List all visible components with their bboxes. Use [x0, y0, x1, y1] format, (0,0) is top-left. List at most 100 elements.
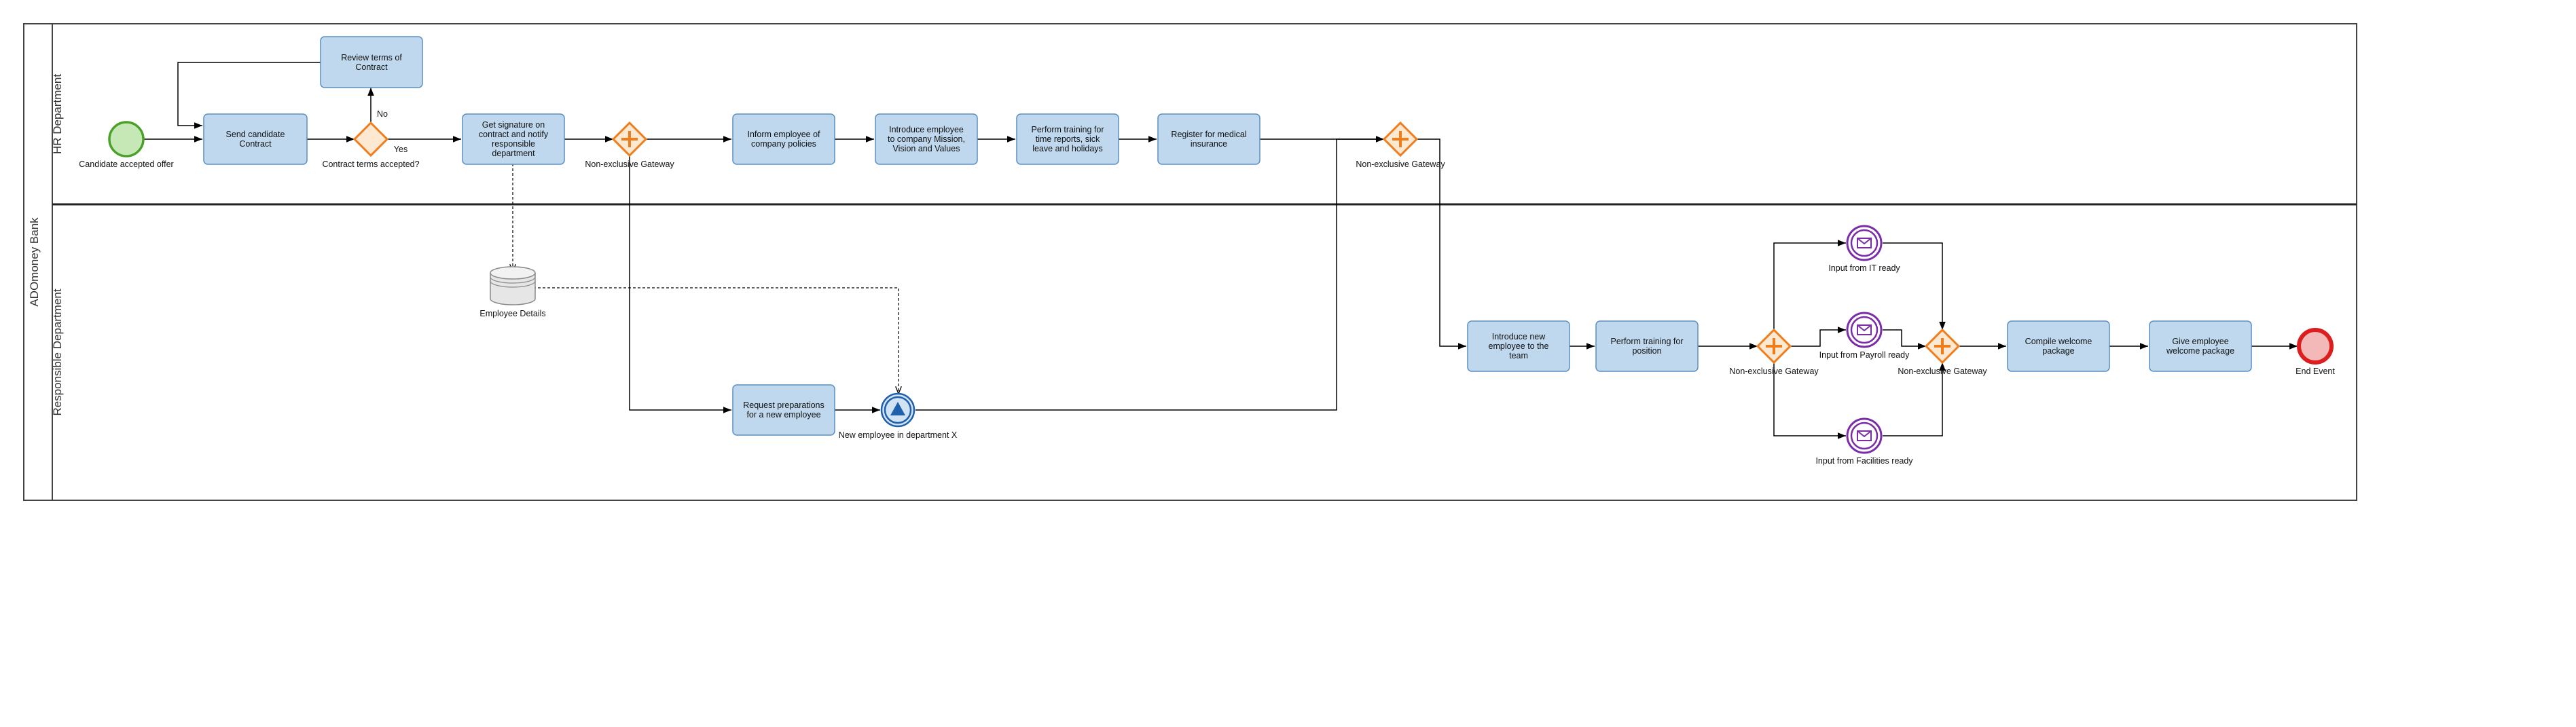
task-label-line: contract and notify [479, 130, 549, 139]
flow-label-no: No [377, 109, 388, 119]
gateway-contract-label: Contract terms accepted? [322, 160, 419, 169]
data-associations [513, 164, 899, 394]
task-label-line: Get signature on [482, 120, 545, 130]
signal-triangle-icon [890, 402, 905, 415]
gateway-non-exclusive-3[interactable] [1756, 328, 1792, 365]
flow-gateway1-to-preparations [629, 155, 731, 413]
sequence-flows [144, 62, 2298, 439]
task-label-line: responsible [492, 139, 535, 149]
task-label-line: department [492, 149, 535, 158]
task-label-line: employee to the [1489, 341, 1549, 351]
message-event-it[interactable] [1846, 225, 1883, 261]
task-label-line: leave and holidays [1032, 144, 1103, 153]
lane-label-hr: HR Department [51, 74, 64, 154]
message-event-facilities[interactable] [1846, 417, 1883, 454]
pool: ADOmoney Bank HR Department Responsible … [23, 23, 2357, 501]
task-label-line: Inform employee of [748, 130, 821, 139]
task-label-line: package [2042, 346, 2074, 356]
flow-payroll-to-gateway4 [1883, 329, 1926, 350]
task-label-line: position [1632, 346, 1661, 356]
lane-label-responsible: Responsible Department [51, 288, 64, 415]
task-label-line: Perform training for [1032, 125, 1104, 134]
flow-gateway3-to-it [1773, 240, 1846, 330]
flow-it-to-gateway4 [1883, 242, 1946, 330]
gateway-1-label: Non-exclusive Gateway [585, 160, 674, 169]
task-label-line: Vision and Values [893, 144, 960, 153]
task-label-line: Perform training for [1611, 337, 1684, 346]
flow-gateway2-to-introduce-team [1417, 138, 1466, 350]
task-label-line: Contract [355, 62, 388, 72]
task-label-line: Compile welcome [2025, 337, 2092, 346]
task-label-line: welcome package [2166, 346, 2234, 356]
flow-event-to-gateway2 [915, 138, 1384, 411]
task-label-line: Give employee [2172, 337, 2228, 346]
task-label-line: Introduce new [1492, 332, 1546, 341]
task-label-line: company policies [751, 139, 816, 149]
data-store-employee-details[interactable] [490, 266, 536, 305]
flow-gateway3-to-facilities [1773, 362, 1846, 439]
gateway-non-exclusive-4[interactable] [1924, 328, 1961, 365]
signal-event-new-employee[interactable] [880, 392, 915, 428]
end-event[interactable] [2297, 328, 2334, 365]
task-label-line: Send candidate [226, 130, 285, 139]
task-label-line: to company Mission, [888, 134, 965, 144]
gateway-non-exclusive-2[interactable] [1382, 121, 1419, 157]
gateway-non-exclusive-1[interactable] [611, 121, 648, 157]
task-label-line: team [1509, 351, 1528, 360]
gateways: Contract terms accepted? No Yes Non-excl… [322, 109, 1987, 376]
data-store-label: Employee Details [479, 309, 545, 318]
pool-label: ADOmoney Bank [28, 217, 41, 307]
task-label-line: insurance [1191, 139, 1227, 149]
gateway-contract-terms[interactable] [352, 121, 389, 157]
envelope-icon [1857, 430, 1872, 441]
envelope-icon [1857, 238, 1872, 248]
start-event-label: Candidate accepted offer [79, 160, 173, 169]
flow-gateway3-to-payroll [1790, 327, 1846, 347]
gateway-2-label: Non-exclusive Gateway [1356, 160, 1445, 169]
start-event[interactable] [108, 121, 145, 157]
signal-event-label: New employee in department X [839, 430, 958, 440]
task-label-line: Request preparations [743, 400, 824, 410]
message-event-payroll-label: Input from Payroll ready [1819, 350, 1910, 360]
message-event-facilities-label: Input from Facilities ready [1815, 456, 1913, 466]
flow-facilities-to-gateway4 [1883, 362, 1946, 436]
task-label-line: Contract [239, 139, 272, 149]
flow-review-to-send [177, 62, 321, 129]
envelope-icon [1857, 324, 1872, 335]
message-event-payroll[interactable] [1846, 312, 1883, 348]
message-event-it-label: Input from IT ready [1828, 263, 1900, 273]
end-event-label: End Event [2296, 367, 2335, 376]
task-label-line: Review terms of [341, 53, 402, 62]
gateway-4-label: Non-exclusive Gateway [1898, 367, 1987, 376]
flow-label-yes: Yes [394, 145, 407, 154]
task-label-line: for a new employee [746, 410, 820, 420]
task-label-line: Register for medical [1171, 130, 1246, 139]
gateway-3-label: Non-exclusive Gateway [1729, 367, 1819, 376]
